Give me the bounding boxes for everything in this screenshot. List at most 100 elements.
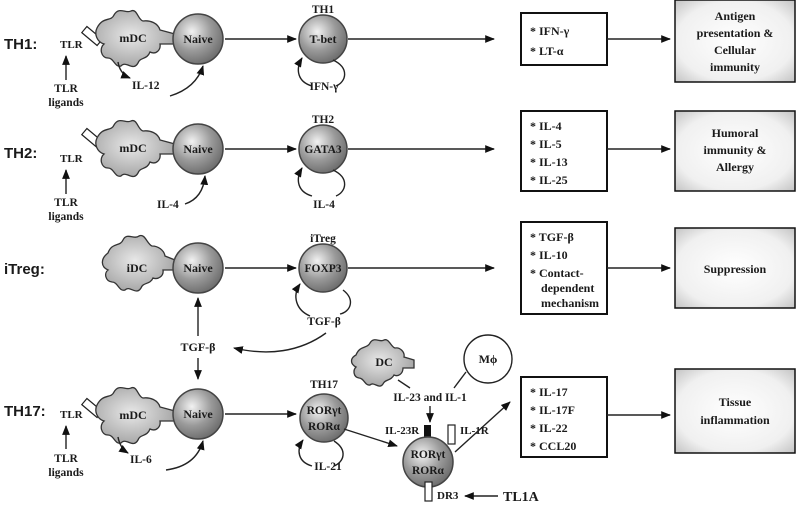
itreg-cytokine-box	[520, 221, 608, 315]
dr3-label: DR3	[437, 490, 459, 502]
outcome-text: Tissue	[719, 395, 752, 409]
itreg-outcome-box	[674, 227, 796, 309]
naive-cell	[172, 13, 224, 65]
il4-feedback-label: IL-4	[313, 199, 335, 211]
il1r-receptor	[447, 424, 456, 445]
rorgt2-label: RORγt	[411, 449, 446, 461]
th1-row-label: TH1:	[4, 36, 37, 53]
th17-cell	[299, 393, 349, 443]
macrophage-label: Mϕ	[479, 352, 498, 366]
ligand-label-2: ligands	[48, 467, 84, 479]
cytokine-item: * IFN-γ	[530, 24, 570, 38]
th17-cytokine-box	[520, 376, 608, 458]
naive-cell	[172, 242, 224, 294]
cytokine-item: * IL-10	[530, 248, 568, 262]
outcome-text: Cellular	[714, 43, 757, 57]
tl1a-label: TL1A	[503, 490, 540, 505]
cytokine-item: * IL-17F	[530, 403, 575, 417]
outcome-text: Humoral	[712, 126, 759, 140]
il1r-label: IL-1R	[460, 425, 490, 437]
il4-input-label: IL-4	[157, 199, 179, 211]
ligand-label-2: ligands	[48, 211, 84, 223]
outcome-text: Allergy	[716, 160, 754, 174]
th2-row-label: TH2:	[4, 145, 37, 162]
itreg-row: iTreg: iDC Naive iTreg FOXP3 TGF-β * TGF…	[4, 221, 796, 328]
tlr-label: TLR	[60, 39, 84, 51]
naive-label: Naive	[183, 407, 213, 421]
th2-outcome-box	[674, 110, 796, 192]
rorgt-label: RORγt	[307, 405, 342, 417]
naive-label: Naive	[183, 32, 213, 46]
tgfb-feedback-label: TGF-β	[307, 316, 341, 328]
cytokine-item: * CCL20	[530, 439, 576, 453]
th17-subset-label: TH17	[310, 379, 338, 391]
idc-label: iDC	[127, 261, 148, 275]
itreg-row-label: iTreg:	[4, 261, 45, 278]
itreg-cell	[298, 243, 348, 293]
th17-outcome-box	[674, 368, 796, 454]
th1-cell	[298, 14, 348, 64]
il23-il1-label: IL-23 and IL-1	[393, 392, 467, 404]
dc-label: mDC	[119, 31, 146, 45]
ligand-label-1: TLR	[54, 83, 78, 95]
dendritic-cell	[95, 9, 176, 68]
th2-cytokine-box	[520, 110, 608, 192]
cytokine-item: * TGF-β	[530, 230, 574, 244]
cytokine-item: * IL-25	[530, 173, 568, 187]
il12-label: IL-12	[132, 80, 160, 92]
outcome-text: Antigen	[715, 9, 756, 23]
outcome-text: immunity	[710, 60, 760, 74]
outcome-text: Suppression	[704, 262, 767, 276]
cytokine-item: * IL-5	[530, 137, 562, 151]
outcome-text: presentation &	[697, 26, 774, 40]
th1-subset-label: TH1	[312, 4, 335, 16]
th17-row-label: TH17:	[4, 403, 46, 420]
tgfb-link: TGF-β	[181, 297, 327, 380]
ligand-label-1: TLR	[54, 197, 78, 209]
immature-dendritic-cell	[101, 234, 176, 292]
dc-label: mDC	[119, 408, 146, 422]
th2-subset-label: TH2	[312, 114, 335, 126]
il21-label: IL-21	[314, 461, 342, 473]
ifng-feedback-label: IFN-γ	[309, 81, 339, 93]
dc-label: mDC	[119, 141, 146, 155]
tgfb-shared-label: TGF-β	[181, 340, 216, 354]
naive-cell	[172, 388, 224, 440]
cytokine-item: * IL-4	[530, 119, 562, 133]
th1-row: TH1: TLR TLR ligands mDC Naive IL-12 TH1…	[4, 0, 796, 109]
il6-label: IL-6	[130, 454, 152, 466]
rora2-label: RORα	[412, 465, 445, 477]
dr3-receptor	[424, 481, 433, 502]
gata3-label: GATA3	[304, 144, 342, 156]
tlr-label: TLR	[60, 153, 84, 165]
naive-cell	[172, 123, 224, 175]
ligand-label-2: ligands	[48, 97, 84, 109]
ligand-label-1: TLR	[54, 453, 78, 465]
cytokine-item: mechanism	[541, 296, 599, 310]
tbet-label: T-bet	[310, 32, 337, 46]
tlr-label: TLR	[60, 409, 84, 421]
macrophage-cell	[463, 334, 513, 384]
itreg-subset-label: iTreg	[310, 233, 336, 245]
th2-row: TH2: TLR TLR ligands mDC Naive IL-4 TH2 …	[4, 110, 796, 223]
outcome-text: immunity &	[704, 143, 767, 157]
naive-label: Naive	[183, 261, 213, 275]
cytokine-item: * IL-22	[530, 421, 568, 435]
dc2-label: DC	[375, 355, 392, 369]
secondary-dendritic-cell	[350, 339, 415, 387]
dendritic-cell	[95, 119, 176, 178]
cytokine-item: dependent	[541, 281, 594, 295]
th2-cell	[298, 124, 348, 174]
rora-label: RORα	[308, 421, 341, 433]
cytokine-item: * IL-17	[530, 385, 568, 399]
cytokine-item: * Contact-	[530, 266, 584, 280]
cytokine-item: * IL-13	[530, 155, 568, 169]
naive-label: Naive	[183, 142, 213, 156]
th1-outcome-box	[674, 0, 796, 83]
cytokine-item: * LT-α	[530, 44, 564, 58]
activated-th17-cell	[402, 436, 454, 488]
foxp3-label: FOXP3	[304, 263, 341, 275]
il23r-receptor	[424, 425, 431, 444]
dendritic-cell	[95, 386, 176, 445]
